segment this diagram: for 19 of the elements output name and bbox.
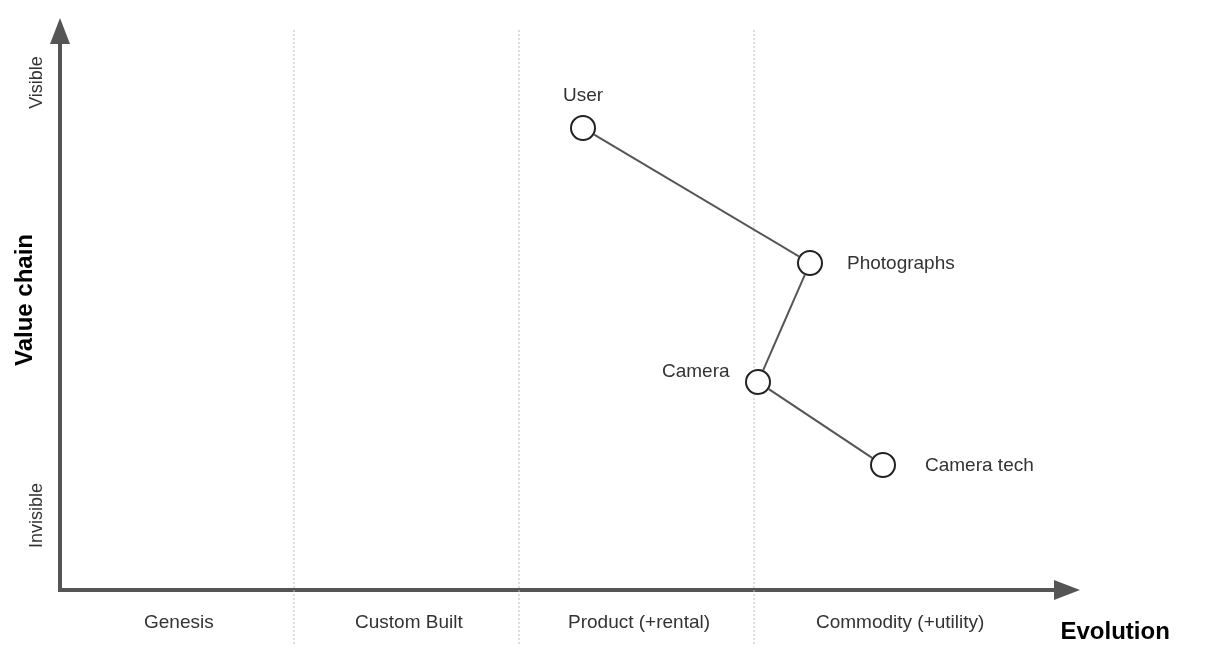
- component-circle: [570, 115, 596, 141]
- connector-line: [593, 133, 800, 258]
- component-label: User: [563, 84, 604, 106]
- connector-line: [767, 388, 874, 459]
- component-label: Camera: [662, 360, 730, 382]
- axis-title: Value chain: [10, 233, 39, 367]
- component-label: Photographs: [847, 252, 955, 274]
- axis-title: Evolution: [1060, 617, 1170, 645]
- component-circle: [745, 369, 771, 395]
- axis-end-label: Visible: [25, 55, 47, 109]
- axis-end-label: Invisible: [25, 482, 47, 548]
- component-circle: [797, 250, 823, 276]
- stage-label: Genesis: [144, 611, 214, 633]
- stage-label: Commodity (+utility): [816, 611, 985, 633]
- connector-line: [762, 273, 806, 372]
- component-label: Camera tech: [925, 454, 1034, 476]
- stage-label: Product (+rental): [568, 611, 711, 633]
- component-circle: [870, 452, 896, 478]
- stage-label: Custom Built: [355, 611, 463, 633]
